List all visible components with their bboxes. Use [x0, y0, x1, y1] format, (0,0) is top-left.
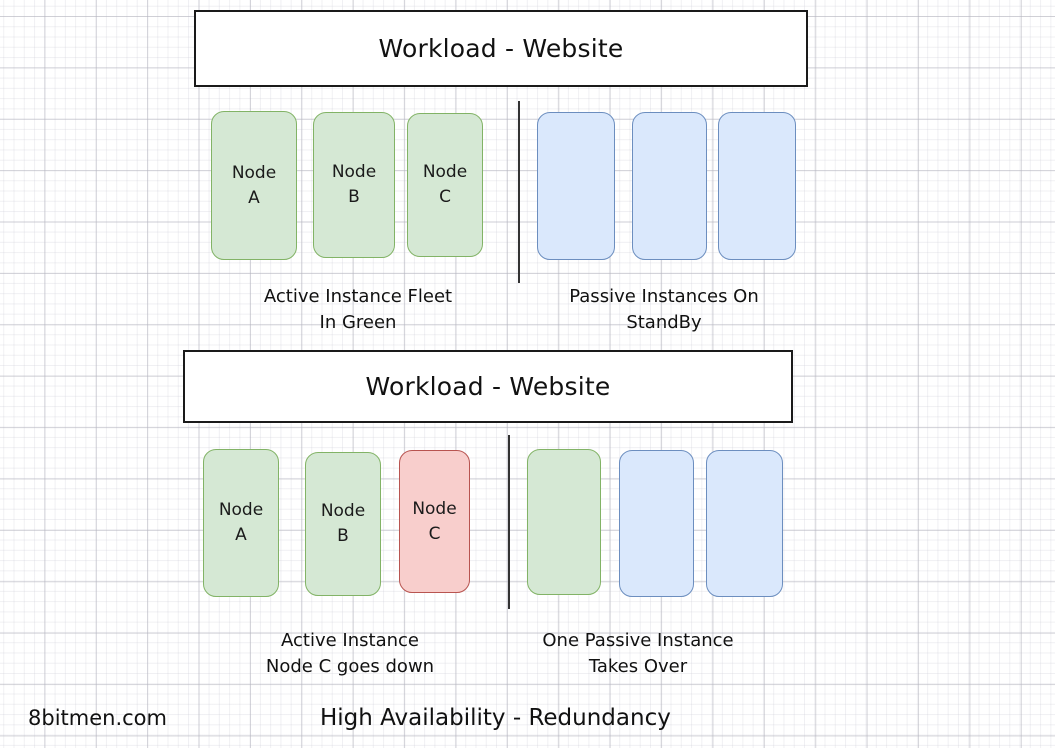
active-node-c-normal-id: C: [439, 187, 451, 207]
caption-active-failover: Active Instance Node C goes down: [265, 630, 435, 678]
active-node-b-failover-id: B: [337, 526, 349, 546]
active-node-b-failover-name: Node: [320, 501, 366, 522]
diagram-title: High Availability - Redundancy: [320, 705, 671, 731]
workload-box-failover: Workload - Website: [183, 350, 793, 423]
active-node-a-failover: Node A: [203, 449, 279, 597]
active-node-b-failover: Node B: [305, 452, 381, 596]
caption-passive-failover: One Passive Instance Takes Over: [542, 630, 734, 678]
workload-label-failover: Workload - Website: [365, 372, 611, 401]
active-node-b-normal-id: B: [348, 187, 360, 207]
active-node-c-normal: Node C: [407, 113, 483, 257]
caption-active-normal: Active Instance Fleet In Green: [263, 286, 453, 334]
failed-node-c-failover-name: Node: [412, 498, 457, 519]
active-node-a-normal: Node A: [211, 111, 297, 260]
watermark-label: 8bitmen.com: [28, 706, 167, 730]
active-node-a-normal-id: A: [248, 187, 260, 208]
active-node-c-normal-name: Node: [422, 162, 468, 183]
passive-node-1-normal: [537, 112, 615, 260]
passive-node-2-failover: [619, 450, 694, 597]
active-node-b-normal-name: Node: [331, 162, 377, 183]
workload-box-normal: Workload - Website: [194, 10, 808, 87]
active-node-a-normal-name: Node: [231, 162, 277, 183]
active-node-b-normal: Node B: [313, 112, 395, 258]
failed-node-c-failover-id: C: [428, 523, 441, 544]
active-node-a-failover-id: A: [235, 525, 247, 545]
caption-passive-normal: Passive Instances On StandBy: [569, 286, 759, 334]
workload-label-normal: Workload - Website: [378, 34, 624, 63]
failed-node-c-failover: Node C: [399, 450, 470, 593]
passive-node-3-normal: [718, 112, 796, 260]
promoted-passive-node-1-failover: [527, 449, 601, 595]
active-node-a-failover-name: Node: [218, 500, 264, 521]
passive-node-2-normal: [632, 112, 707, 260]
scenario-divider-failover: [508, 435, 510, 609]
scenario-divider-normal: [518, 101, 520, 283]
passive-node-3-failover: [706, 450, 783, 597]
